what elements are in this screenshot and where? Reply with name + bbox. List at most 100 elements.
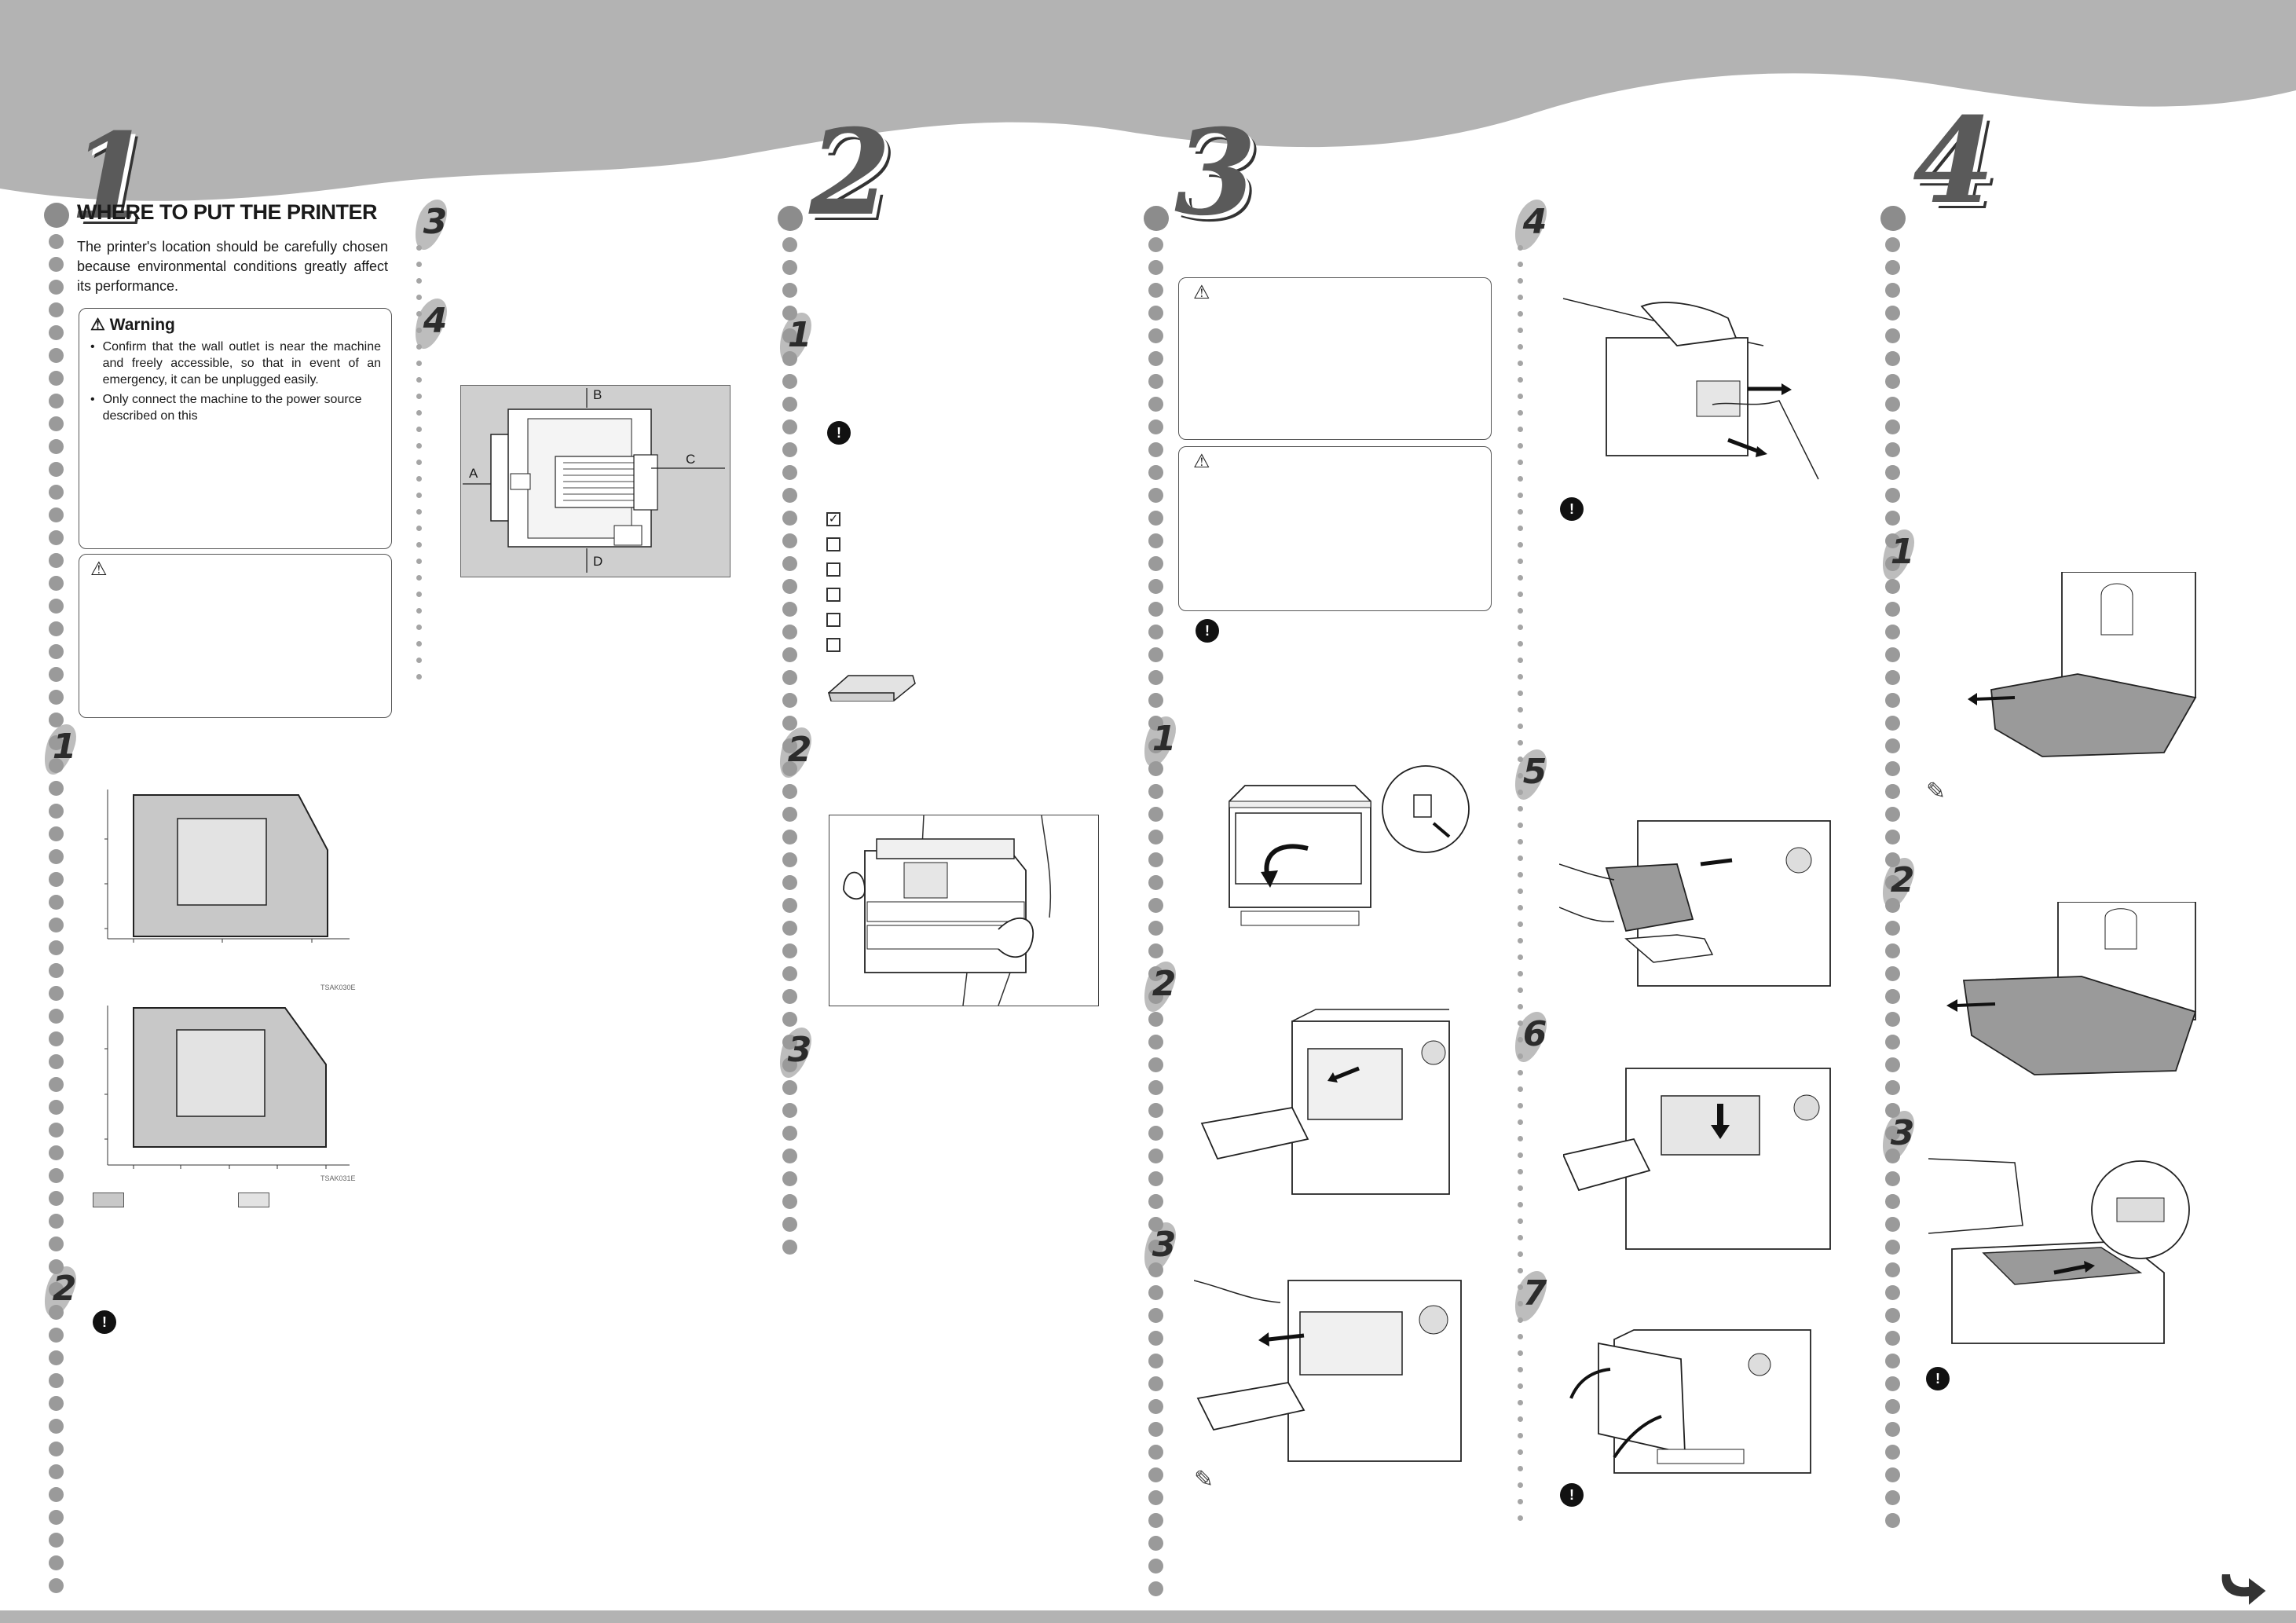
margin-dot bbox=[1148, 511, 1163, 526]
margin-dot bbox=[1148, 807, 1163, 822]
margin-dot bbox=[1148, 1536, 1163, 1551]
margin-dot bbox=[782, 716, 797, 731]
checklist-checkbox[interactable] bbox=[826, 638, 840, 652]
margin-dot bbox=[1885, 1080, 1900, 1095]
margin-dot bbox=[49, 394, 64, 408]
margin-dot bbox=[49, 462, 64, 477]
pencil-icon: ✎ bbox=[1926, 779, 1946, 804]
margin-dot bbox=[1148, 1080, 1163, 1095]
margin-dot bbox=[1518, 262, 1523, 267]
margin-dot bbox=[1148, 1035, 1163, 1050]
margin-dot bbox=[1518, 1185, 1523, 1191]
margin-dot bbox=[782, 488, 797, 503]
checklist-checkbox[interactable] bbox=[826, 613, 840, 627]
margin-dot bbox=[1885, 989, 1900, 1004]
margin-dot bbox=[1148, 1422, 1163, 1437]
margin-dot bbox=[49, 280, 64, 295]
margin-dot bbox=[1880, 206, 1906, 231]
pull-out-tray-illustration bbox=[1968, 571, 2199, 760]
clearance-label-b: B bbox=[593, 387, 602, 402]
margin-dot bbox=[1885, 328, 1900, 343]
checklist-checkbox-checked[interactable]: ✓ bbox=[826, 512, 840, 526]
caution-box: ⚠ bbox=[79, 554, 392, 718]
margin-dot bbox=[1885, 716, 1900, 731]
margin-dot bbox=[1518, 855, 1523, 861]
margin-dot bbox=[1518, 987, 1523, 993]
margin-dot bbox=[1885, 1354, 1900, 1368]
margin-dot bbox=[1148, 1308, 1163, 1323]
margin-dot bbox=[1148, 397, 1163, 412]
margin-dot bbox=[1885, 442, 1900, 457]
margin-dot bbox=[1518, 822, 1523, 828]
margin-dot bbox=[1518, 427, 1523, 432]
step-number: 2 bbox=[1148, 963, 1180, 1006]
section-number-2: 2 bbox=[809, 104, 892, 242]
note-icon: ! bbox=[93, 1310, 116, 1334]
note-icon: ! bbox=[827, 421, 851, 445]
header-wave-band bbox=[0, 0, 2296, 201]
margin-dot bbox=[1148, 351, 1163, 366]
checklist-checkbox[interactable] bbox=[826, 537, 840, 551]
margin-dot bbox=[1518, 575, 1523, 581]
margin-dot bbox=[1518, 311, 1523, 317]
step-number: 3 bbox=[419, 201, 451, 244]
margin-dot bbox=[1885, 237, 1900, 252]
checklist-checkbox[interactable] bbox=[826, 588, 840, 602]
margin-dot bbox=[416, 658, 422, 663]
margin-dot bbox=[782, 602, 797, 617]
margin-dot bbox=[1518, 1235, 1523, 1240]
margin-dot bbox=[416, 476, 422, 482]
margin-dot bbox=[1518, 410, 1523, 416]
margin-dot bbox=[1518, 1070, 1523, 1075]
margin-dot bbox=[1148, 784, 1163, 799]
margin-dot bbox=[49, 1191, 64, 1206]
step-number: 3 bbox=[784, 1029, 815, 1072]
margin-dot bbox=[782, 1149, 797, 1163]
remove-toner-seal-illustration bbox=[1559, 291, 1834, 487]
margin-dot bbox=[416, 278, 422, 284]
margin-dot bbox=[1518, 1433, 1523, 1438]
margin-dot bbox=[1885, 419, 1900, 434]
margin-dot bbox=[1148, 761, 1163, 776]
margin-dot bbox=[416, 394, 422, 399]
margin-dot bbox=[1518, 559, 1523, 564]
note-icon: ! bbox=[1560, 1483, 1584, 1507]
margin-dot bbox=[416, 295, 422, 300]
margin-dot bbox=[1885, 670, 1900, 685]
remove-packing-illustration bbox=[1198, 1006, 1469, 1202]
margin-dot bbox=[782, 533, 797, 548]
step-number: 5 bbox=[1519, 751, 1551, 793]
margin-dot bbox=[1148, 943, 1163, 958]
margin-dot bbox=[782, 442, 797, 457]
margin-dot bbox=[1518, 888, 1523, 894]
margin-dot bbox=[1518, 1202, 1523, 1207]
margin-dot bbox=[1518, 1482, 1523, 1488]
margin-dot bbox=[1518, 1103, 1523, 1108]
margin-dot bbox=[782, 1103, 797, 1118]
margin-dot bbox=[782, 579, 797, 594]
note-icon: ! bbox=[1560, 497, 1584, 521]
step-number: 1 bbox=[784, 314, 815, 357]
small-dots-column-2 bbox=[1518, 245, 1524, 1532]
next-page-arrow-icon[interactable] bbox=[2215, 1567, 2270, 1610]
margin-dot bbox=[782, 625, 797, 639]
margin-dots-column-3 bbox=[1144, 206, 1169, 1604]
margin-dot bbox=[1148, 419, 1163, 434]
margin-dot bbox=[1148, 602, 1163, 617]
margin-dot bbox=[1518, 839, 1523, 844]
margin-dot bbox=[1148, 1376, 1163, 1391]
remove-tray-illustration bbox=[1940, 901, 2199, 1076]
margin-dot bbox=[1518, 1218, 1523, 1224]
checklist-checkbox[interactable] bbox=[826, 562, 840, 577]
margin-dot bbox=[49, 963, 64, 978]
margin-dot bbox=[49, 1533, 64, 1548]
margin-dot bbox=[416, 377, 422, 383]
chart-code: TSAK031E bbox=[320, 1174, 356, 1182]
margin-dot bbox=[1518, 938, 1523, 943]
margin-dot bbox=[1885, 1422, 1900, 1437]
margin-dots-column-1 bbox=[44, 203, 69, 1601]
margin-dot bbox=[1148, 1513, 1163, 1528]
margin-dot bbox=[782, 943, 797, 958]
margin-dot bbox=[1885, 647, 1900, 662]
warning-triangle-icon: ⚠ bbox=[90, 559, 108, 580]
